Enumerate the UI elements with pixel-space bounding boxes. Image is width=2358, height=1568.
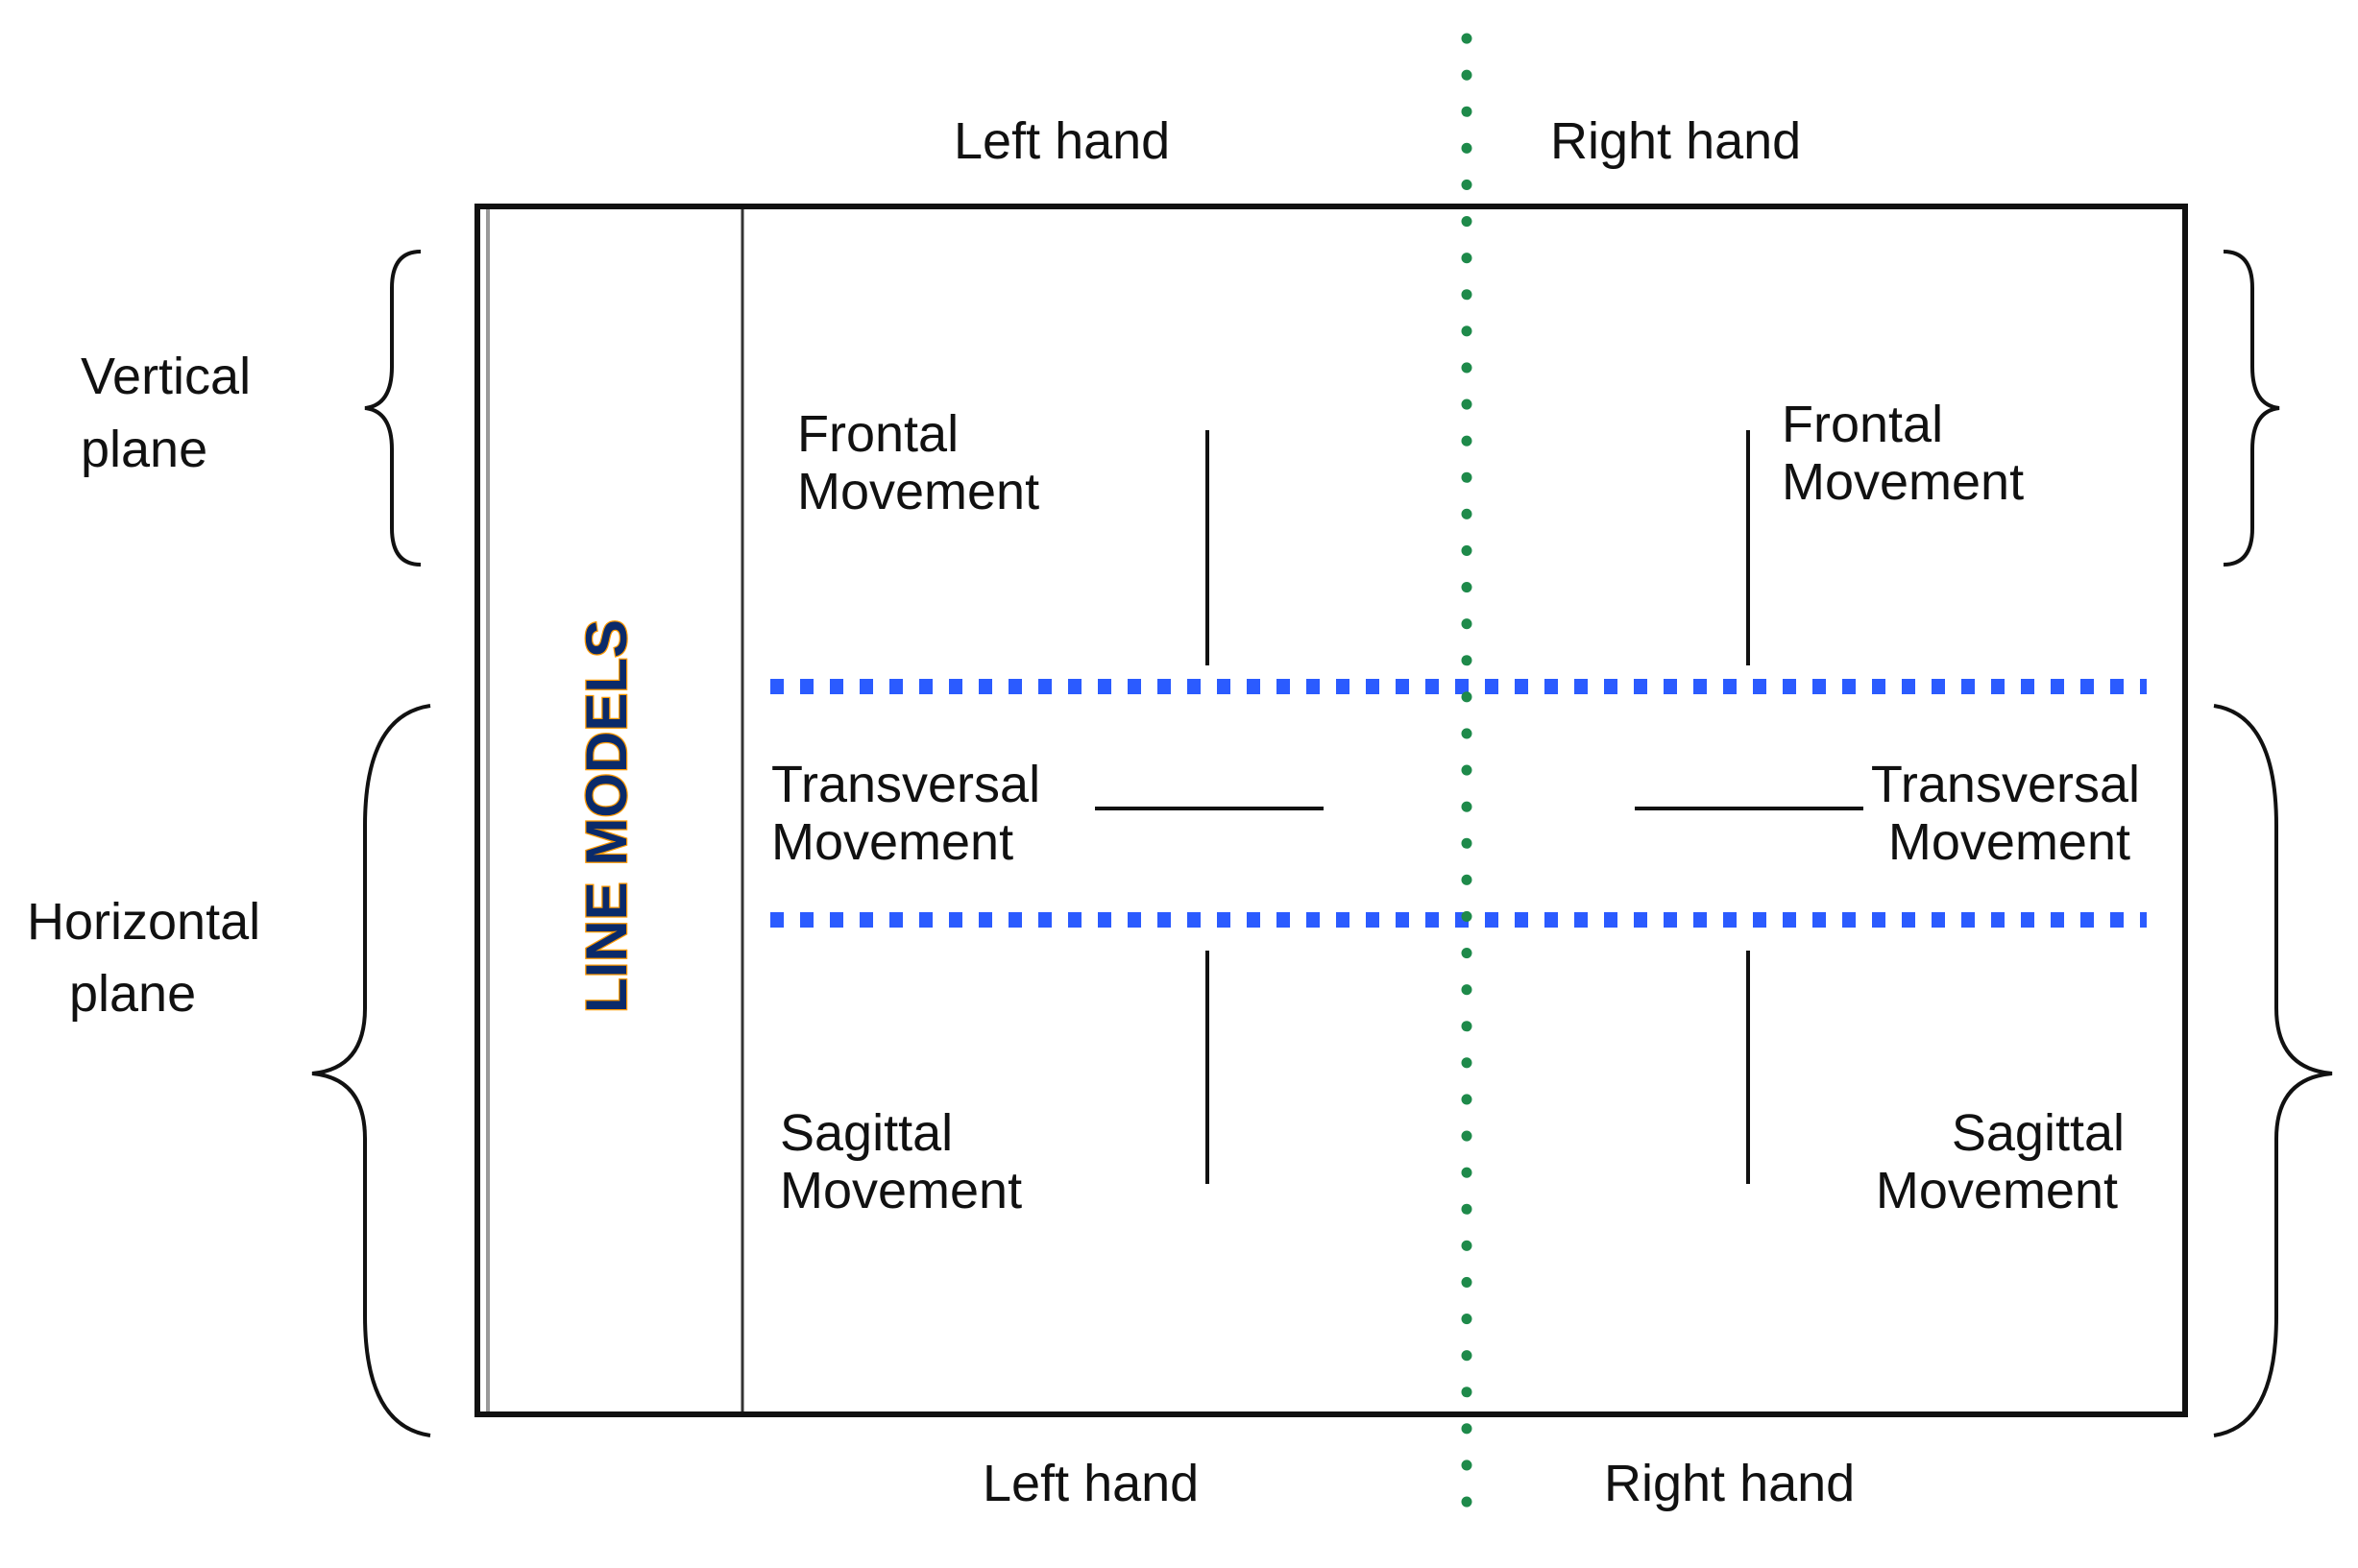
left-transversal-label-line1: Transversal — [771, 756, 1040, 813]
footer-right-hand: Right hand — [1604, 1455, 1855, 1512]
left-frontal-label-line2: Movement — [797, 463, 1039, 520]
horizontal-plane-label-line1: Horizontal — [27, 893, 260, 951]
left-sagittal-label-line1: Sagittal — [780, 1104, 953, 1162]
header-right-hand: Right hand — [1550, 112, 1801, 170]
right-transversal-label-line1: Transversal — [1871, 756, 2140, 813]
vertical-plane-right-brace-icon — [2223, 250, 2280, 567]
horizontal-plane-left-brace-icon — [311, 704, 431, 1437]
panel-title: LINE MODELS — [574, 619, 639, 1013]
left-sagittal-label-line2: Movement — [780, 1162, 1022, 1219]
vertical-plane-left-brace-icon — [364, 250, 422, 567]
right-sagittal-label-line2: Movement — [1876, 1162, 2118, 1219]
left-frontal-label-line1: Frontal — [797, 405, 959, 463]
horizontal-plane-label-line2: plane — [69, 965, 196, 1023]
right-frontal-label-line2: Movement — [1782, 453, 2024, 511]
horizontal-plane-right-brace-icon — [2213, 704, 2333, 1437]
diagram-frame — [474, 204, 2188, 1417]
right-sagittal-label-line1: Sagittal — [1952, 1104, 2125, 1162]
footer-left-hand: Left hand — [983, 1455, 1199, 1512]
right-frontal-label-line1: Frontal — [1782, 396, 1943, 453]
left-transversal-label-line2: Movement — [771, 813, 1013, 871]
vertical-plane-label-line2: plane — [81, 421, 207, 478]
vertical-plane-label-line1: Vertical — [81, 348, 251, 405]
header-left-hand: Left hand — [954, 112, 1170, 170]
right-transversal-label-line2: Movement — [1888, 813, 2130, 871]
